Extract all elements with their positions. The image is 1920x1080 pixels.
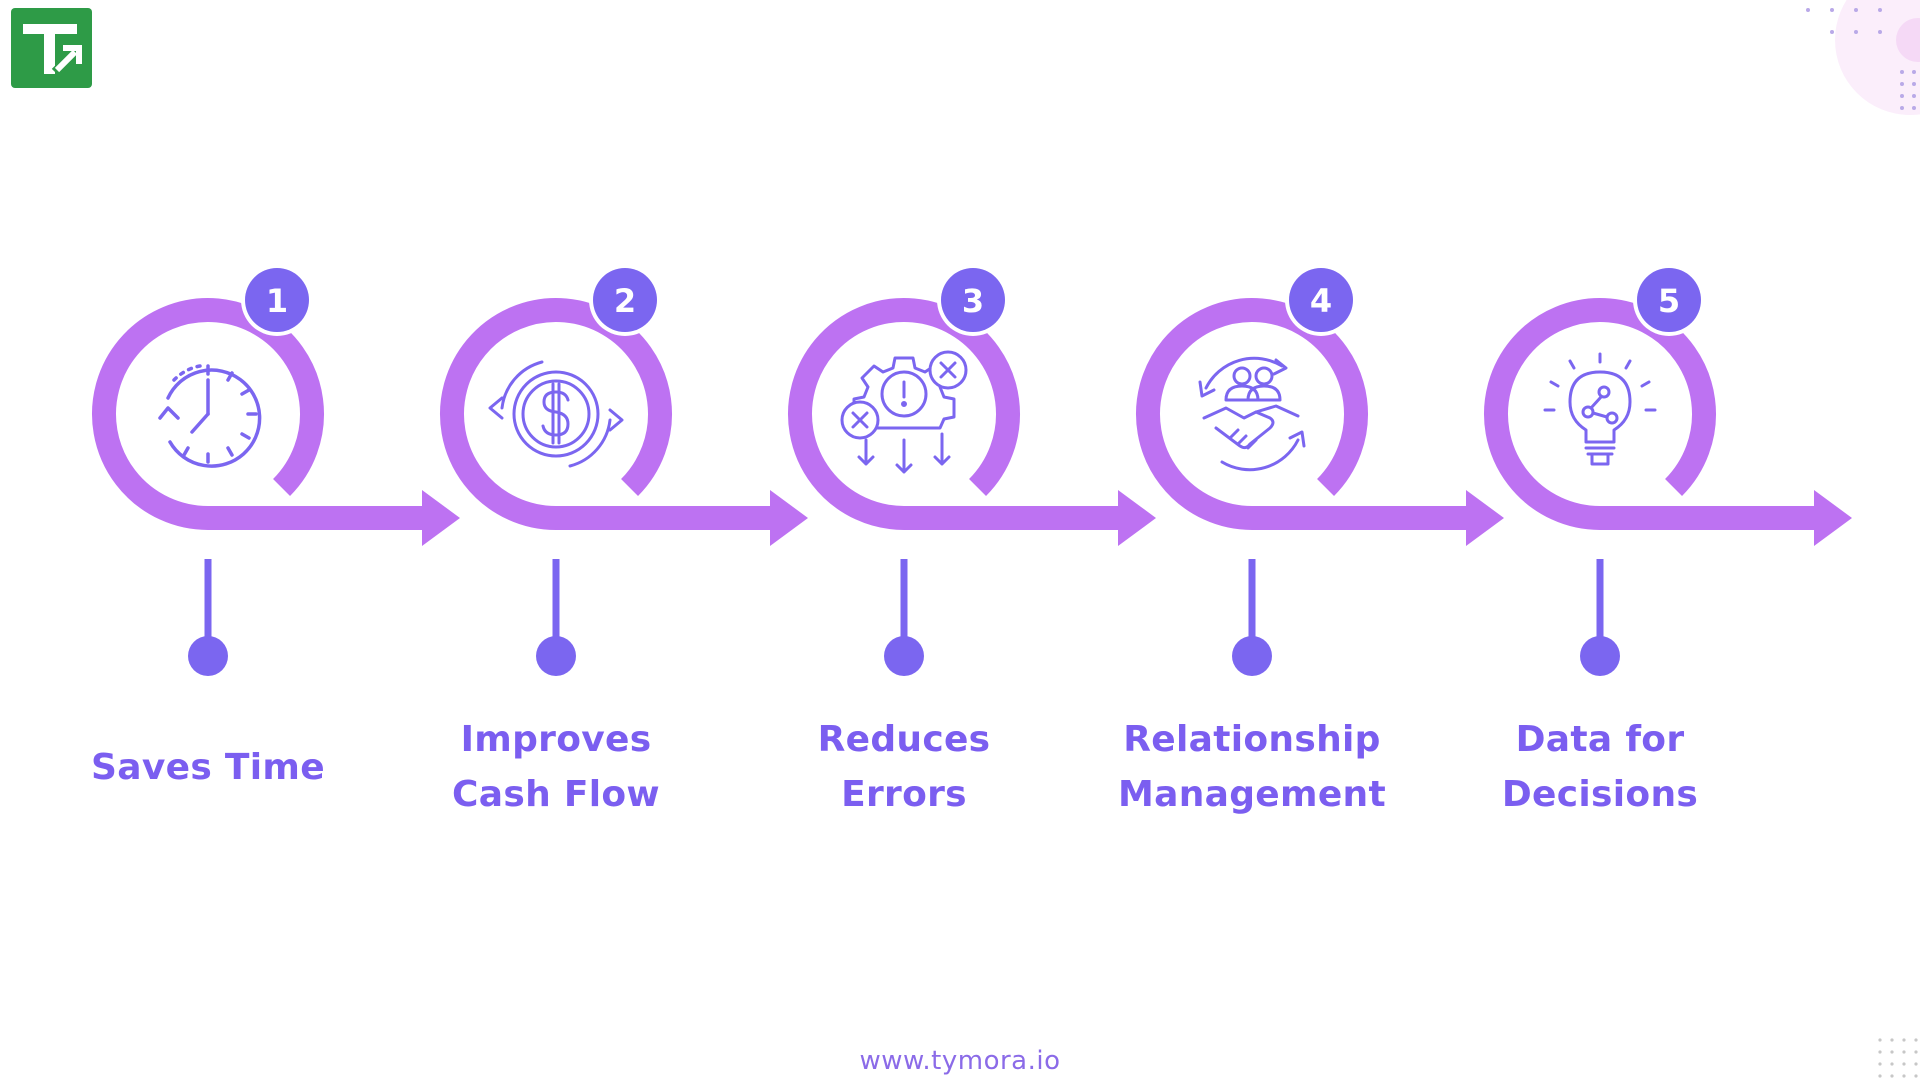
step-number: 1 [266,282,288,320]
connector-dot [884,636,924,676]
clock-icon [158,364,262,468]
arrow-head [770,490,808,546]
step-number-badge [1289,268,1353,332]
step-label: Data for Decisions [1501,719,1699,815]
handshake-icon [1198,356,1306,472]
connector-dot [536,636,576,676]
arrow-head [422,490,460,546]
lightbulb-icon [1543,352,1657,466]
step-3: 3 [788,264,1156,676]
dollar-cycle-icon [488,360,624,468]
step-number-badge [245,268,309,332]
footer-url[interactable]: www.tymora.io [859,1046,1061,1076]
step-2: 2 [440,264,808,676]
step-number-badge [1637,268,1701,332]
step-label: Relationship Management [1118,719,1386,815]
step-label: Saves Time [91,747,325,788]
arrow-head [1118,490,1156,546]
connector-dot [1232,636,1272,676]
step-number-badge [593,268,657,332]
step-number-badge [941,268,1005,332]
tymora-logo [11,8,92,88]
step-arc [92,298,424,530]
decorative-corner-top-right [1806,0,1920,115]
step-number: 3 [962,282,984,320]
arrow-head [1466,490,1504,546]
step-5: 5 [1484,264,1852,676]
gear-error-icon [840,350,968,474]
step-arc [440,298,772,530]
connector-dot [188,636,228,676]
step-1: 1 [92,264,460,676]
step-arc [1136,298,1468,530]
steps-layer: 1 2 3 4 5 [92,264,1852,676]
connector-dot [1580,636,1620,676]
step-number: 5 [1658,282,1680,320]
step-number: 4 [1310,282,1332,320]
step-label: Improves Cash Flow [452,719,660,815]
arrow-head [1814,490,1852,546]
step-label: Reduces Errors [817,719,991,815]
decorative-dots-bottom-right [1878,1038,1918,1078]
step-arc [1484,298,1816,530]
step-4: 4 [1136,264,1504,676]
step-number: 2 [614,282,636,320]
step-arc [788,298,1120,530]
